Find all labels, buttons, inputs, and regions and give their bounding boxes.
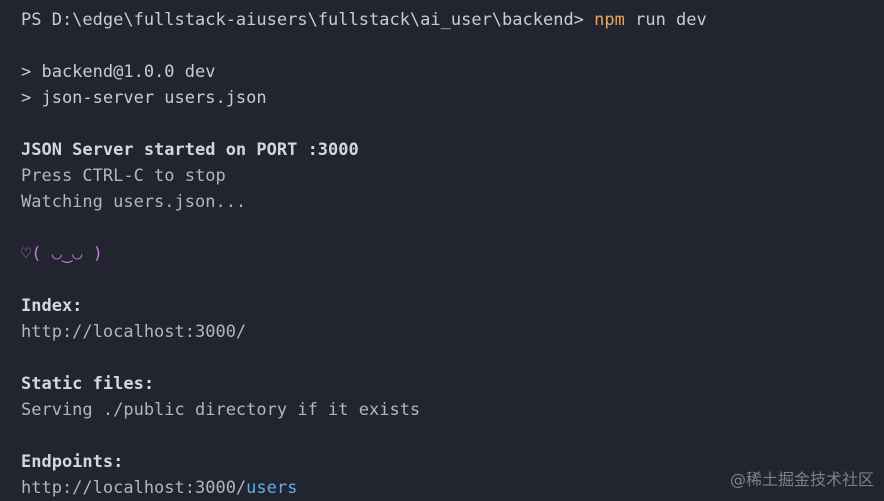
stop-hint-text: Press CTRL-C to stop xyxy=(21,166,226,186)
terminal-output[interactable]: PS D:\edge\fullstack-aiusers\fullstack\a… xyxy=(21,7,884,498)
command-line: PS D:\edge\fullstack-aiusers\fullstack\a… xyxy=(21,7,884,33)
server-started-text: JSON Server started on PORT :3000 xyxy=(21,140,359,160)
script-line-1: > backend@1.0.0 dev xyxy=(21,62,216,82)
command-npm: npm xyxy=(594,10,625,30)
watermark-text: @稀土掘金技术社区 xyxy=(729,470,874,489)
command-args: run dev xyxy=(624,10,707,30)
endpoint-resource: users xyxy=(246,478,298,498)
static-files-text: Serving ./public directory if it exists xyxy=(21,400,421,420)
endpoint-url[interactable]: http://localhost:3000/users xyxy=(21,475,884,501)
blank-line xyxy=(21,33,884,59)
index-label: Index: xyxy=(21,296,83,316)
endpoint-url-base: http://localhost:3000/ xyxy=(21,478,247,498)
endpoints-label: Endpoints: xyxy=(21,452,124,472)
blank-line xyxy=(21,111,884,137)
blank-line xyxy=(21,267,884,293)
static-files-label: Static files: xyxy=(21,374,155,394)
shell-prompt: PS D:\edge\fullstack-aiusers\fullstack\a… xyxy=(21,10,595,30)
face-emoticon: ♡( ◡‿◡ ) xyxy=(21,244,103,264)
blank-line xyxy=(21,423,884,449)
watching-text: Watching users.json... xyxy=(21,192,247,212)
blank-line xyxy=(21,215,884,241)
blank-line xyxy=(21,345,884,371)
index-url[interactable]: http://localhost:3000/ xyxy=(21,322,247,342)
script-line-2: > json-server users.json xyxy=(21,88,267,108)
